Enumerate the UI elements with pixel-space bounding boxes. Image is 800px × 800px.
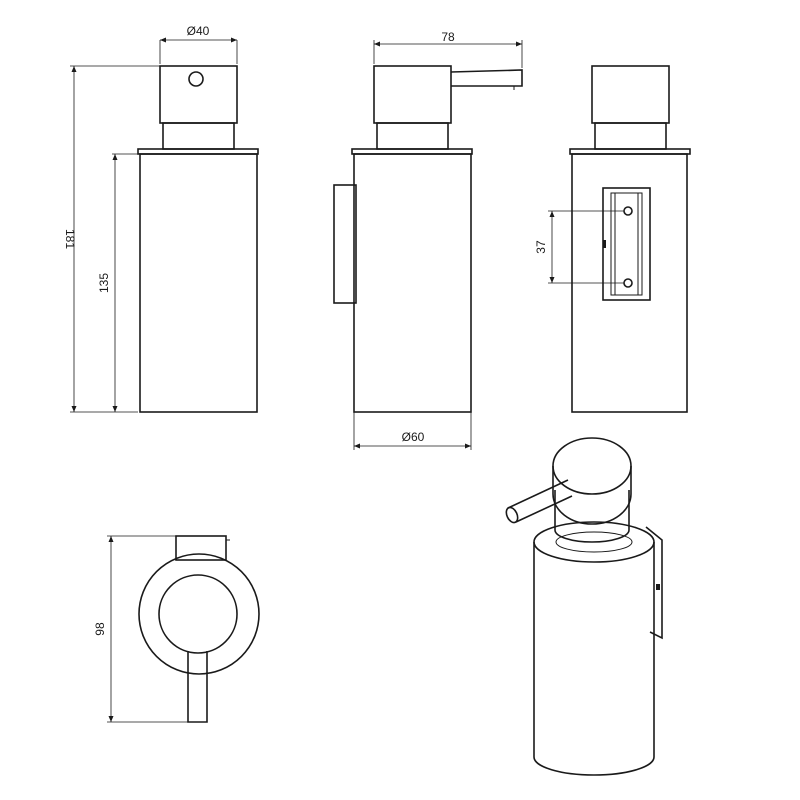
front-view: Ø40 181 135 (63, 24, 259, 413)
rear-pump-neck (594, 122, 667, 150)
dim-pump-diameter-label: Ø40 (187, 24, 210, 38)
dim-hole-spacing-label: 37 (534, 240, 548, 254)
top-pump-circle (158, 574, 238, 654)
rear-pump-head (591, 65, 670, 124)
top-spout (187, 651, 208, 723)
iso-neck-base (555, 531, 633, 553)
side-pump-neck (376, 122, 449, 150)
dim-body-height-label: 135 (97, 273, 111, 293)
rear-screw-hole-top (623, 206, 633, 216)
side-pump-head (373, 65, 452, 124)
iso-spout-tip (505, 506, 519, 524)
dim-depth-label: 98 (93, 622, 107, 636)
iso-bracket-screw (656, 584, 660, 590)
side-wall-bracket (333, 184, 357, 304)
top-body-circle (138, 553, 260, 675)
side-body (353, 153, 472, 413)
front-pump-head (159, 65, 238, 124)
side-view: 78 Ø60 (333, 30, 523, 450)
front-pump-hole (188, 71, 204, 87)
rear-screw-hole-bottom (623, 278, 633, 288)
rear-bracket-inner (610, 192, 643, 296)
front-body (139, 153, 258, 413)
iso-pump-head (552, 466, 632, 525)
rear-view: 37 (534, 65, 691, 413)
top-view: 98 (93, 535, 260, 723)
top-bracket (175, 535, 227, 561)
rear-bracket-notch (603, 240, 606, 248)
iso-spout (507, 479, 573, 523)
side-spout (450, 69, 523, 87)
iso-wall-bracket (645, 526, 663, 640)
isometric-view (505, 437, 663, 776)
iso-pump-neck (554, 490, 630, 543)
iso-body-top (533, 521, 655, 563)
iso-pump-top (552, 437, 632, 495)
front-pump-neck (162, 122, 235, 150)
dim-spout-reach-label: 78 (441, 30, 455, 44)
dim-total-height-label: 181 (63, 229, 77, 249)
dim-body-diameter-label: Ø60 (402, 430, 425, 444)
iso-body (533, 542, 655, 776)
